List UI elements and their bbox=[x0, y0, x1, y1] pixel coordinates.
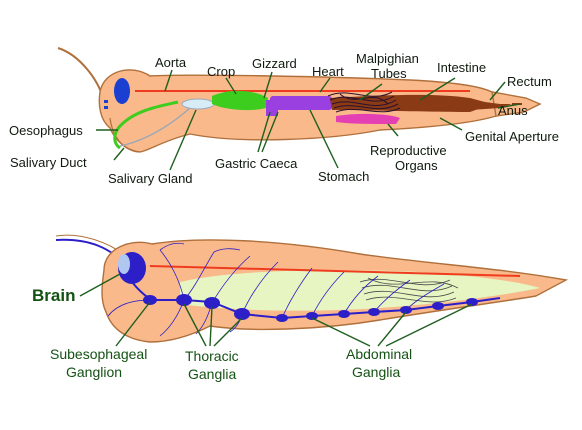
label-subesophageal-line1: Subesophageal bbox=[50, 346, 147, 362]
compound-eye bbox=[114, 78, 130, 104]
label-aorta: Aorta bbox=[155, 55, 187, 70]
label-genital-aperture: Genital Aperture bbox=[465, 129, 559, 144]
label-salivary-duct: Salivary Duct bbox=[10, 155, 87, 170]
ganglia bbox=[143, 294, 478, 322]
ventral-nerve-cord bbox=[131, 281, 501, 320]
label-stomach: Stomach bbox=[318, 169, 369, 184]
mouthpart bbox=[104, 106, 108, 109]
peripheral-nerves bbox=[107, 242, 445, 337]
label-heart: Heart bbox=[312, 64, 344, 79]
top-labels: Aorta Crop Gizzard Heart Malpighian Tube… bbox=[9, 51, 559, 186]
gastric-caeca-organ bbox=[266, 100, 278, 116]
top-leader-lines bbox=[96, 69, 521, 171]
label-abdominal-line1: Abdominal bbox=[346, 346, 412, 362]
label-crop: Crop bbox=[207, 64, 235, 79]
label-rectum: Rectum bbox=[507, 74, 552, 89]
label-malpighian-line2: Tubes bbox=[371, 66, 407, 81]
oesophagus-tube bbox=[113, 100, 179, 150]
label-reproductive-line1: Reproductive bbox=[370, 143, 447, 158]
label-gastric-caeca: Gastric Caeca bbox=[215, 156, 298, 171]
salivary-duct-tube bbox=[119, 107, 191, 147]
label-abdominal-line2: Ganglia bbox=[352, 364, 400, 380]
malpighian-tubes bbox=[327, 91, 401, 113]
label-salivary-gland: Salivary Gland bbox=[108, 171, 193, 186]
aorta-line bbox=[149, 265, 521, 277]
label-brain: Brain bbox=[32, 286, 75, 305]
digestive-system-diagram bbox=[57, 47, 542, 153]
label-oesophagus: Oesophagus bbox=[9, 123, 83, 138]
malpighian-tubes bbox=[359, 277, 459, 303]
label-subesophageal-line2: Ganglion bbox=[66, 364, 122, 380]
bottom-labels: Brain Subesophageal Ganglion Thoracic Ga… bbox=[32, 286, 412, 382]
abdominal-ganglion bbox=[466, 298, 478, 306]
abdominal-ganglion bbox=[432, 302, 444, 310]
leg-bump bbox=[109, 117, 139, 153]
bottom-leader-lines bbox=[79, 273, 473, 347]
nervous-system-diagram bbox=[55, 234, 569, 343]
label-reproductive-line2: Organs bbox=[395, 158, 438, 173]
salivary-gland-organ bbox=[181, 98, 215, 110]
label-intestine: Intestine bbox=[437, 60, 486, 75]
reproductive-organs bbox=[336, 113, 400, 124]
label-malpighian-line1: Malpighian bbox=[356, 51, 419, 66]
mouthpart bbox=[104, 100, 108, 103]
label-gizzard: Gizzard bbox=[252, 56, 297, 71]
label-anus: Anus bbox=[498, 103, 528, 118]
label-thoracic-line2: Ganglia bbox=[188, 366, 236, 382]
label-thoracic-line1: Thoracic bbox=[185, 348, 239, 364]
compound-eye bbox=[118, 254, 130, 274]
crop-organ bbox=[212, 90, 268, 111]
antenna bbox=[57, 47, 104, 99]
stomach-organ bbox=[270, 96, 332, 110]
